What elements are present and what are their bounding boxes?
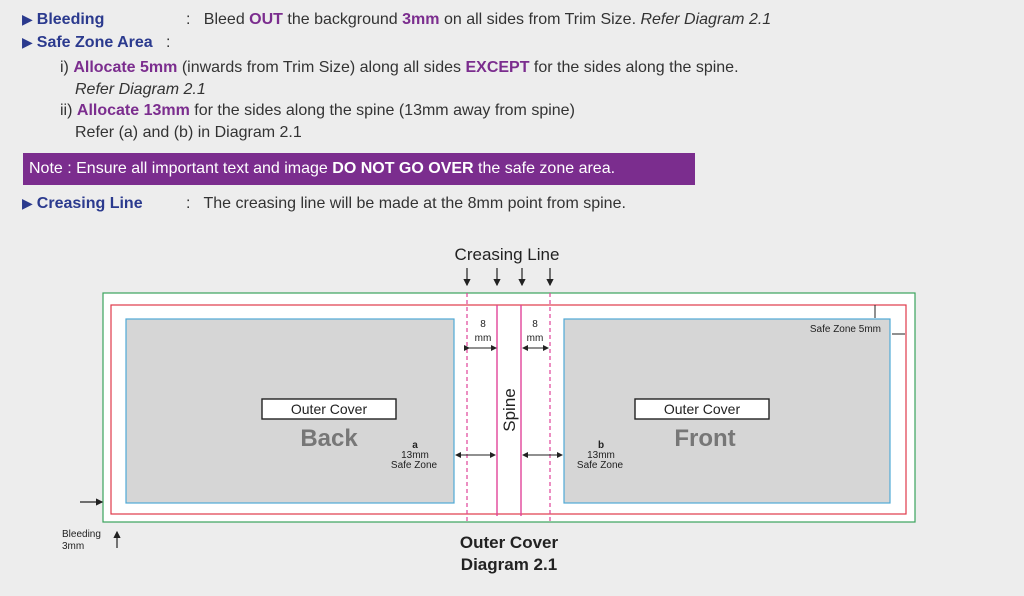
bleeding-h1: OUT — [249, 11, 283, 28]
back-label: Back — [300, 425, 358, 452]
bleeding-row: ▶Bleeding — [22, 11, 104, 29]
safe-zone-item1: i) Allocate 5mm (inwards from Trim Size)… — [60, 59, 739, 77]
back-outer-cover-box — [261, 398, 397, 420]
note-t1: Note : Ensure all important text and ima… — [29, 160, 333, 177]
spine-label: Spine — [500, 388, 519, 431]
bullet-icon: ▶ — [22, 34, 33, 50]
creasing-text: : The creasing line will be made at the … — [186, 195, 626, 213]
dim-8-left: 8 — [480, 319, 486, 330]
bleeding-text: : Bleed OUT the background 3mm on all si… — [186, 11, 771, 29]
crease-lines — [466, 293, 551, 522]
bullet-icon: ▶ — [22, 195, 33, 211]
creasing-label: Creasing Line — [36, 195, 143, 212]
label-b: b — [598, 440, 604, 451]
safe-zone-5mm-label: Safe Zone 5mm — [810, 324, 881, 335]
item1-t2: for the sides along the spine. — [529, 59, 739, 76]
creasing-arrows — [463, 268, 554, 287]
bleeding-t3: on all sides from Trim Size. — [439, 11, 641, 28]
item1-h2: EXCEPT — [465, 59, 530, 76]
spine-lines — [496, 305, 522, 516]
bleeding-h2: 3mm — [402, 11, 440, 28]
item2-prefix: ii) — [60, 102, 77, 119]
bleeding-sep: : — [186, 11, 191, 28]
item1-ref: Refer Diagram 2.1 — [75, 81, 206, 98]
caption-outer-cover: Outer Cover — [460, 533, 559, 552]
label-a: a — [412, 440, 418, 451]
safe-zone-item2: ii) Allocate 13mm for the sides along th… — [60, 102, 575, 120]
item2-ref: Refer (a) and (b) in Diagram 2.1 — [75, 124, 302, 141]
trim-line — [110, 304, 907, 515]
b-safe-zone: Safe Zone — [577, 460, 624, 471]
bleeding-3mm-label: 3mm — [62, 541, 84, 552]
creasing-sep: : — [186, 195, 191, 212]
creasing-title: Creasing Line — [455, 245, 560, 264]
item2-t1: for the sides along the spine (13mm away… — [189, 102, 575, 119]
front-outer-cover-box — [634, 398, 770, 420]
a-safe-zone: Safe Zone — [391, 460, 438, 471]
caption-diagram: Diagram 2.1 — [461, 555, 557, 574]
note-bar: Note : Ensure all important text and ima… — [23, 153, 695, 185]
item1-prefix: i) — [60, 59, 74, 76]
safe-zone-label: Safe Zone Area — [36, 34, 153, 51]
note-h1: DO NOT GO OVER — [332, 160, 474, 177]
dim-mm-right: mm — [527, 333, 544, 344]
item1-t1: (inwards from Trim Size) along all sides — [177, 59, 466, 76]
bleeding-text-label: Bleeding — [62, 529, 101, 540]
front-label: Front — [674, 425, 735, 452]
bleeding-label: Bleeding — [36, 11, 105, 28]
dim-8-right: 8 — [532, 319, 538, 330]
a-13mm: 13mm — [401, 450, 429, 461]
bullet-icon: ▶ — [22, 11, 33, 27]
safe-zone-row: ▶Safe Zone Area : — [22, 34, 170, 52]
item2-h1: Allocate 13mm — [76, 102, 190, 119]
back-outer-cover-label: Outer Cover — [291, 401, 368, 417]
front-outer-cover-label: Outer Cover — [664, 401, 741, 417]
dim-mm-left: mm — [475, 333, 492, 344]
creasing-body: The creasing line will be made at the 8m… — [203, 195, 626, 212]
note-t2: the safe zone area. — [473, 160, 616, 177]
bleeding-t1: Bleed — [203, 11, 250, 28]
safe-zone-sep: : — [166, 34, 171, 51]
bleeding-ref: Refer Diagram 2.1 — [640, 11, 772, 28]
item1-h1: Allocate 5mm — [73, 59, 178, 76]
b-13mm: 13mm — [587, 450, 615, 461]
bleeding-t2: the background — [282, 11, 403, 28]
creasing-row: ▶Creasing Line — [22, 195, 143, 213]
